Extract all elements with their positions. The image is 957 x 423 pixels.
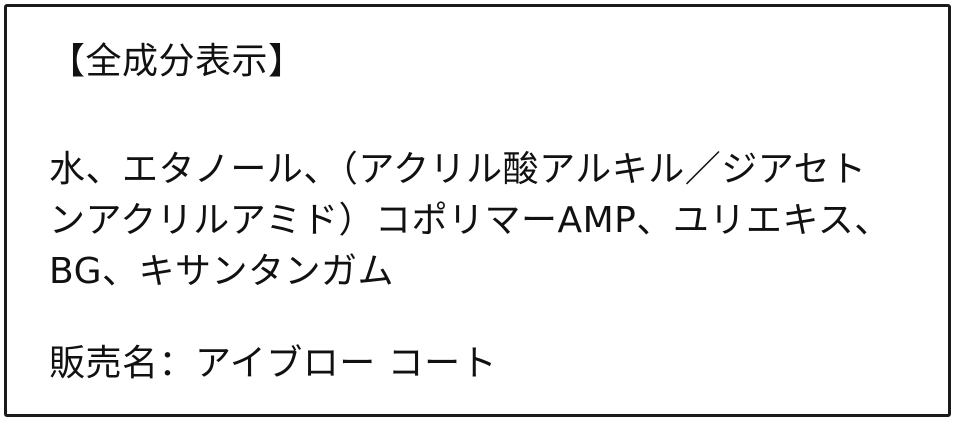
full-ingredients-heading: 【全成分表示】 [49, 41, 305, 82]
ingredients-line-2: ンアクリルアミド）コポリマーAMP、ユリエキス、 [49, 200, 891, 241]
ingredients-line-1: 水、エタノール、（アクリル酸アルキル／ジアセト [49, 149, 867, 190]
sales-name: 販売名：アイブロー コート [49, 343, 498, 384]
ingredients-line-3: BG、キサンタンガム [49, 251, 394, 292]
ingredient-label-box: 【全成分表示】 水、エタノール、（アクリル酸アルキル／ジアセト ンアクリルアミド… [4, 4, 951, 417]
